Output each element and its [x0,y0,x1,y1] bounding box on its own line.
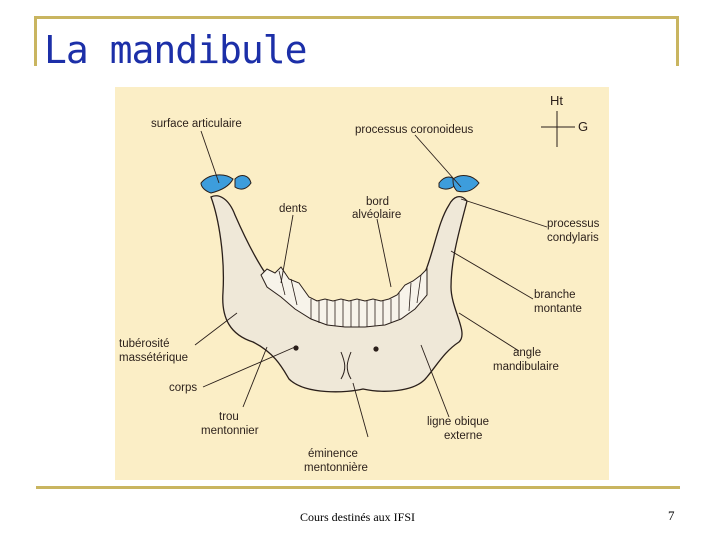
slide-footer: Cours destinés aux IFSI [300,510,415,524]
label-branche: branche [534,289,576,301]
chin-contour-right [346,351,352,380]
mental-foramen-left [373,346,379,352]
label-condylaris: condylaris [547,232,599,244]
mandible-diagram: Ht G surface articulaire processus coron… [115,87,609,480]
mental-foramen-right [293,345,299,351]
orientation-cross [541,111,575,147]
label-ligne-oblique: ligne obique [427,416,489,428]
label-surface-articulaire: surface articulaire [151,118,242,130]
label-processus: processus [547,218,600,230]
label-alveolaire: alvéolaire [352,209,401,221]
label-masseterique: massétérique [119,352,188,364]
teeth-row [260,266,428,328]
label-angle: angle [513,347,541,359]
orientation-up-label: Ht [550,93,563,108]
label-montante: montante [534,303,582,315]
leader-lines [194,130,548,438]
orientation-left-label: G [578,119,588,134]
title-frame-left-rule [34,16,37,66]
articular-surface-right-small [234,175,252,190]
label-processus-coronoideus: processus coronoideus [355,124,474,136]
label-dents: dents [279,203,307,215]
label-corps: corps [169,382,197,394]
mandible-illustration: Ht G surface articulaire processus coron… [115,87,609,480]
title-frame-top-rule [34,16,679,19]
label-externe: externe [444,430,482,442]
label-trou: trou [219,411,239,423]
label-bord: bord [366,196,389,208]
articular-surface-right [200,174,234,194]
label-tuberosite: tubérosité [119,338,170,350]
articular-surface-left [452,175,480,193]
label-eminence: éminence [308,448,358,460]
chin-contour-left [340,351,346,380]
footer-rule [36,486,680,489]
label-mentonniere: mentonnière [304,462,368,474]
page-number: 7 [668,508,675,523]
diagram-background [115,87,609,480]
slide-title: La mandibule [44,28,308,72]
tooth-divisions [278,270,422,327]
label-mentonnier: mentonnier [201,425,259,437]
title-frame-right-rule [676,16,679,66]
label-mandibulaire: mandibulaire [493,361,559,373]
